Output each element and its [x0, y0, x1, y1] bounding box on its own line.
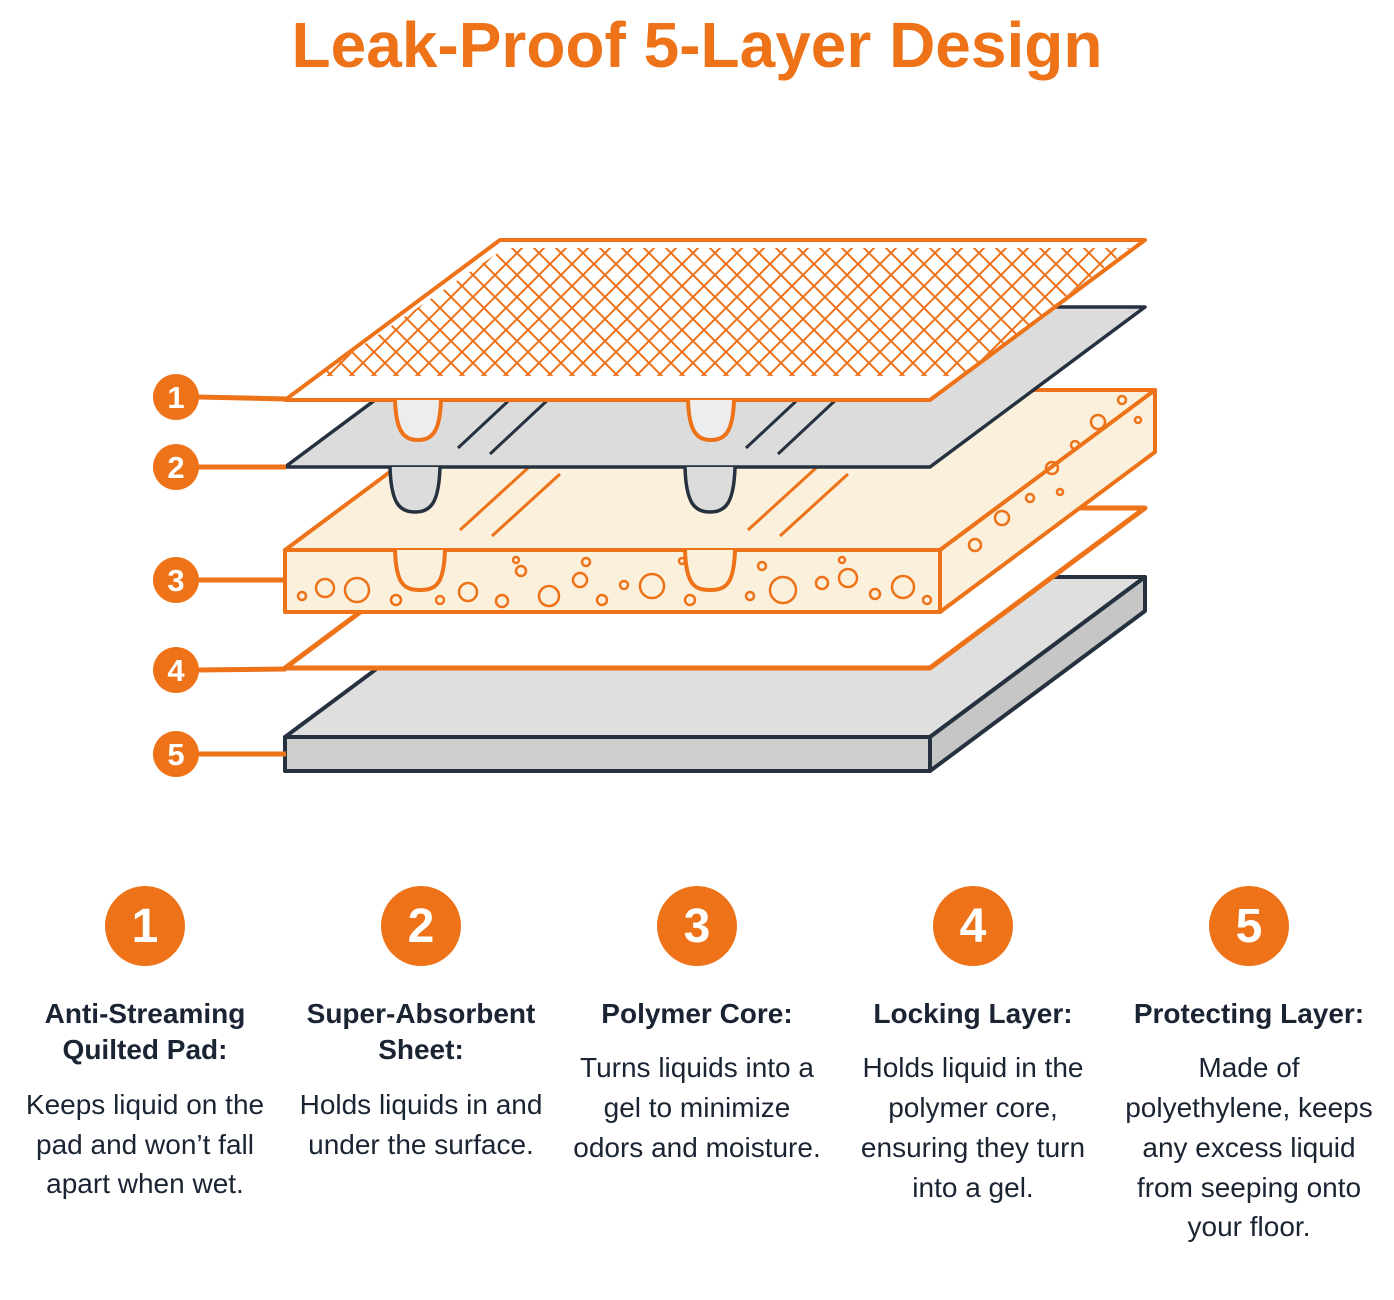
- legend-4-title: Locking Layer:: [873, 998, 1073, 1029]
- callout-1: 1: [153, 374, 287, 420]
- legend-2-title: Super-Absorbent Sheet:: [306, 998, 536, 1066]
- legend-3-description: Turns liquids into a gel to minimize odo…: [573, 1052, 821, 1163]
- callout-1-number: 1: [167, 380, 184, 415]
- callout-4: 4: [153, 647, 287, 693]
- callout-3-number: 3: [167, 563, 184, 598]
- legend-5-badge: 5: [1209, 886, 1289, 966]
- page-title: Leak-Proof 5-Layer Design: [291, 9, 1103, 81]
- legend-4-description: Holds liquid in the polymer core, ensuri…: [860, 1052, 1086, 1203]
- legend-item-2: 2 Super-Absorbent Sheet: Holds liquids i…: [286, 886, 556, 1247]
- layer1-quilted-mesh: [283, 238, 1147, 443]
- legend-5-title: Protecting Layer:: [1133, 998, 1365, 1029]
- legend-1-description: Keeps liquid on the pad and won’t fall a…: [25, 1088, 265, 1200]
- legend-3-title: Polymer Core:: [601, 998, 793, 1029]
- legend-2-badge: 2: [381, 886, 461, 966]
- legend: 1 Anti-Streaming Quilted Pad: Keeps liqu…: [0, 886, 1394, 1247]
- legend-1-title: Anti-Streaming Quilted Pad:: [44, 998, 246, 1066]
- legend-5-description: Made of polyethylene, keeps any excess l…: [1125, 1052, 1373, 1243]
- legend-item-5: 5 Protecting Layer: Made of polyethylene…: [1114, 886, 1384, 1247]
- callout-2-number: 2: [167, 450, 184, 485]
- legend-1-badge: 1: [105, 886, 185, 966]
- legend-4-badge: 4: [933, 886, 1013, 966]
- legend-item-3: 3 Polymer Core: Turns liquids into a gel…: [562, 886, 832, 1247]
- legend-3-badge: 3: [657, 886, 737, 966]
- layer-diagram: 1 2 3 4 5: [153, 238, 1157, 777]
- legend-2-description: Holds liquids in and under the surface.: [299, 1088, 543, 1160]
- callout-3: 3: [153, 557, 286, 603]
- legend-item-1: 1 Anti-Streaming Quilted Pad: Keeps liqu…: [10, 886, 280, 1247]
- callout-2: 2: [153, 444, 286, 490]
- callout-5: 5: [153, 731, 286, 777]
- callout-5-number: 5: [167, 737, 184, 772]
- legend-item-4: 4 Locking Layer: Holds liquid in the pol…: [838, 886, 1108, 1247]
- foam-bubbles: [296, 394, 1143, 609]
- callout-4-number: 4: [167, 653, 185, 688]
